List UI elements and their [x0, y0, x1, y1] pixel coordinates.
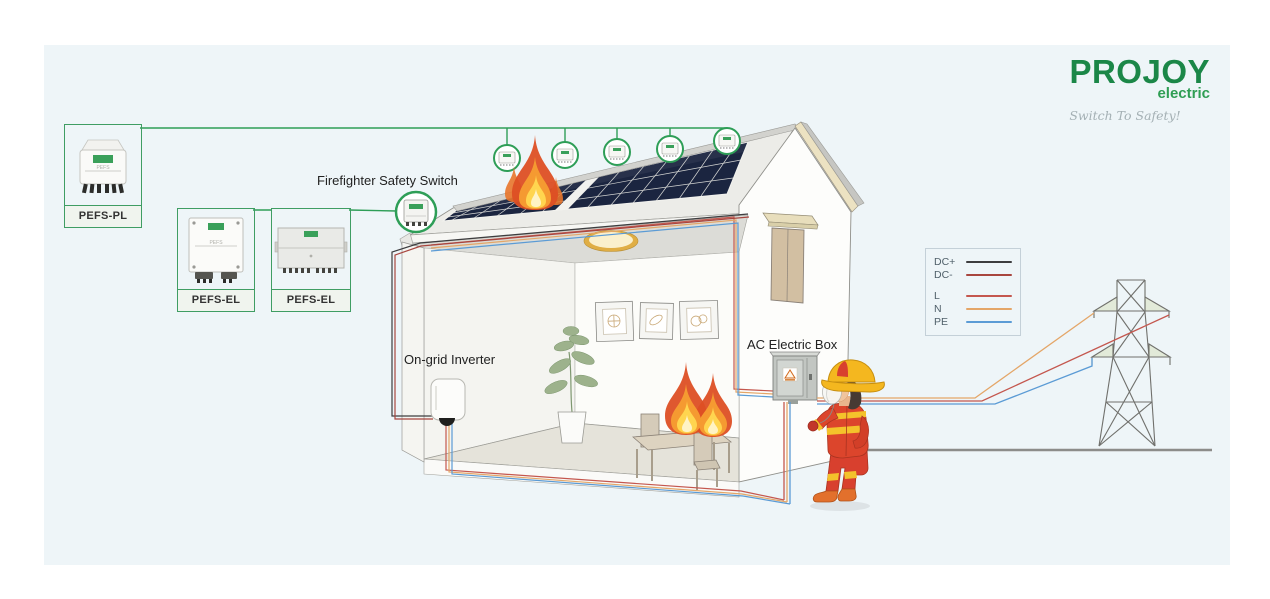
component-label: PEFS-EL — [272, 289, 350, 311]
legend-item-dc-plus: DC+ — [934, 255, 1012, 268]
component-pefs-pl: PEFS PEFS-PL — [64, 124, 142, 228]
plant — [544, 326, 598, 444]
ac-electric-box-device — [769, 351, 821, 404]
component-pefs-el-2: PEFS-EL — [271, 208, 351, 312]
brand-logo: PROJOY electric Switch To Safety! — [1040, 53, 1210, 123]
legend-line-swatch — [966, 307, 1012, 310]
brand-name: PROJOY — [1069, 53, 1210, 90]
legend-item-pe: PE — [934, 315, 1012, 328]
pefs-el-2-device-image — [272, 209, 350, 289]
ac-wire-run-interior — [430, 216, 774, 398]
legend-label: DC+ — [934, 255, 956, 268]
wire-legend: DC+ DC- L N PE — [925, 248, 1021, 336]
roof-safety-switch — [713, 127, 741, 155]
legend-label: PE — [934, 315, 949, 328]
roof-safety-switch — [603, 138, 631, 166]
label-on-grid-inverter: On-grid Inverter — [404, 352, 496, 367]
panel-divider — [554, 176, 600, 211]
svg-text:PEFS: PEFS — [209, 240, 223, 246]
legend-line-swatch — [966, 273, 1012, 276]
roof-safety-switch — [551, 141, 579, 169]
component-label: PEFS-PL — [65, 205, 141, 227]
ac-wire-run-floor — [445, 420, 791, 505]
house — [391, 121, 865, 505]
firefighter — [807, 359, 885, 511]
dc-wire-run — [391, 213, 750, 420]
on-grid-inverter-device — [430, 378, 466, 426]
green-connectors — [140, 127, 727, 212]
pefs-el-1-device-image: PEFS — [178, 209, 254, 289]
component-label: PEFS-EL — [178, 289, 254, 311]
grid-wires — [783, 312, 1170, 504]
roof-micro-switches — [493, 127, 741, 172]
legend-item-dc-minus: DC- — [934, 268, 1012, 281]
roof-fire — [505, 135, 563, 210]
firefighter-safety-switch-device — [394, 190, 438, 234]
label-firefighter-safety-switch: Firefighter Safety Switch — [317, 173, 458, 188]
svg-text:PEFS: PEFS — [96, 165, 110, 171]
brand-sub: electric — [1157, 85, 1210, 102]
legend-label: DC- — [934, 268, 953, 281]
interior-fire — [665, 362, 732, 437]
roof-safety-switch — [656, 135, 684, 163]
pefs-pl-device-image: PEFS — [65, 125, 141, 205]
transmission-tower — [858, 279, 1212, 452]
legend-label: N — [934, 302, 942, 315]
legend-line-swatch — [966, 320, 1012, 323]
component-pefs-el-1: PEFS PEFS-EL — [177, 208, 255, 312]
legend-line-swatch — [966, 294, 1012, 297]
legend-line-swatch — [966, 260, 1012, 263]
plant-pot — [557, 411, 587, 444]
brand-tagline: Switch To Safety! — [1069, 108, 1181, 123]
legend-item-l: L — [934, 289, 1012, 302]
roof-safety-switch — [493, 144, 521, 172]
legend-label: L — [934, 289, 940, 302]
legend-item-n: N — [934, 302, 1012, 315]
label-ac-electric-box: AC Electric Box — [747, 337, 838, 352]
wall-pictures — [594, 300, 719, 343]
exterior-left-wall — [401, 241, 425, 463]
